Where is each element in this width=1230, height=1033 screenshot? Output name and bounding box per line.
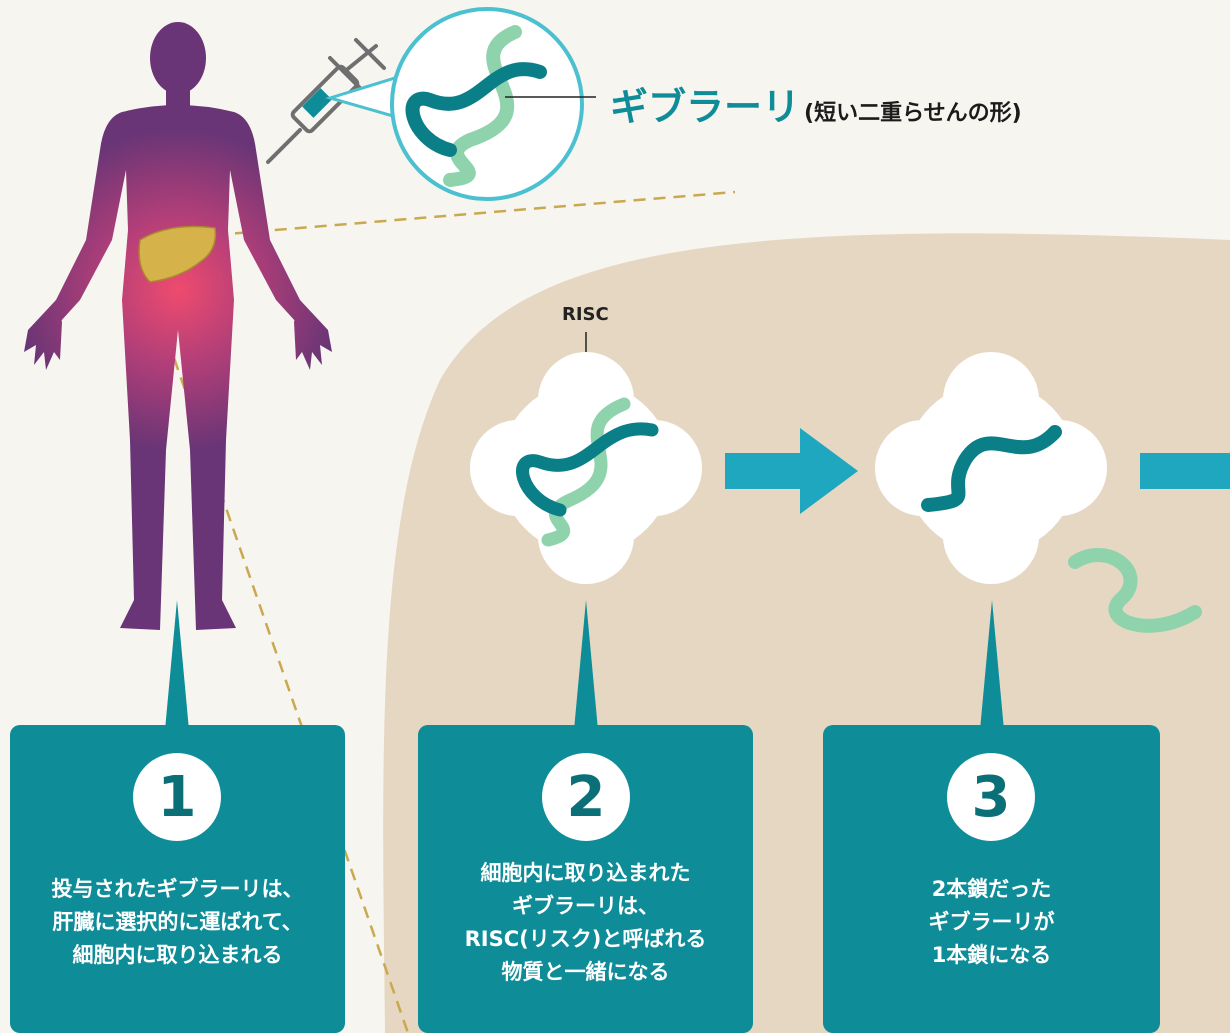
drug-name: ギブラーリ [610, 76, 800, 131]
step-1-line-2: 肝臓に選択的に運ばれて、 [10, 906, 345, 939]
step-2-line-2: ギブラーリは、 [418, 890, 753, 923]
right-arrow-tail [1140, 453, 1230, 489]
step-1-text: 投与されたギブラーリは、 肝臓に選択的に運ばれて、 細胞内に取り込まれる [10, 873, 345, 972]
step-3-number: 3 [947, 753, 1035, 841]
step-2-line-4: 物質と一緒になる [418, 956, 753, 989]
step-3-line-1: 2本鎖だった [823, 873, 1160, 906]
step-1-number: 1 [133, 753, 221, 841]
step-1-line-1: 投与されたギブラーリは、 [10, 873, 345, 906]
step-2-line-1: 細胞内に取り込まれた [418, 857, 753, 890]
human-body-icon [24, 22, 332, 630]
step-3-line-3: 1本鎖になる [823, 939, 1160, 972]
step-2-text: 細胞内に取り込まれた ギブラーリは、 RISC(リスク)と呼ばれる 物質と一緒に… [418, 857, 753, 989]
risc-label: RISC [562, 304, 609, 325]
drug-shape-note: (短い二重らせんの形) [804, 95, 1022, 127]
step-2-line-3: RISC(リスク)と呼ばれる [418, 923, 753, 956]
step-3-text: 2本鎖だった ギブラーリが 1本鎖になる [823, 873, 1160, 972]
step-1-line-3: 細胞内に取り込まれる [10, 939, 345, 972]
step-2-number: 2 [542, 753, 630, 841]
step-3-line-2: ギブラーリが [823, 906, 1160, 939]
drug-title: ギブラーリ (短い二重らせんの形) [610, 76, 1022, 131]
